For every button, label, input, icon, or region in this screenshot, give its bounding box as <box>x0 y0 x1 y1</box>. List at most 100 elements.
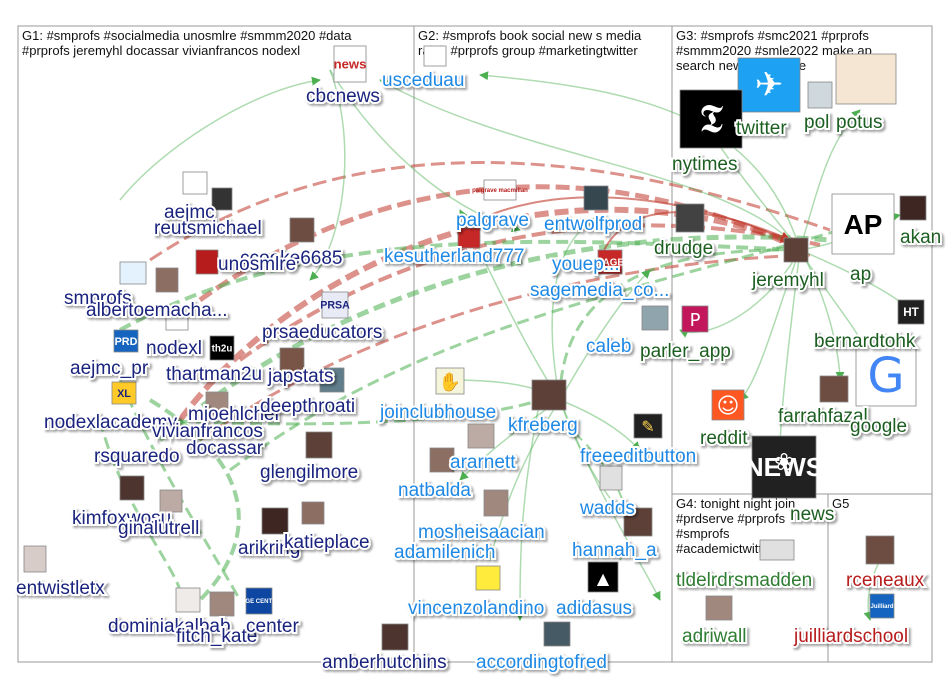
node-label-accordingtofred[interactable]: accordingtofred <box>476 652 607 673</box>
node-label-amberhutchins[interactable]: amberhutchins <box>322 652 447 673</box>
node-label-caleb[interactable]: caleb <box>586 336 631 357</box>
ht-avatar-badge-text: HT <box>903 306 919 319</box>
amber-avatar[interactable] <box>382 624 408 650</box>
node-label-docassar[interactable]: docassar <box>186 438 264 459</box>
kesuth-avatar[interactable] <box>458 228 480 248</box>
node-label-cbcnews[interactable]: cbcnews <box>306 86 380 107</box>
node-label-prsaeducators[interactable]: prsaeducators <box>262 322 382 343</box>
drudge-avatar[interactable] <box>676 204 704 232</box>
parler-p-icon: P <box>690 310 701 331</box>
potus-avatar[interactable] <box>836 54 896 104</box>
node-label-entwistletx[interactable]: entwistletx <box>16 578 105 599</box>
node-label-albertoemacha-[interactable]: albertoemacha... <box>86 300 228 321</box>
node-label-tldelrdrsmadden[interactable]: tldelrdrsmadden <box>676 570 812 591</box>
group-title-g1-line-1: #prprofs jeremyhl docassar vivianfrancos… <box>22 43 300 58</box>
wadds-avatar[interactable] <box>600 466 622 490</box>
node-label-nytimes[interactable]: nytimes <box>672 154 737 175</box>
ararnett-avatar[interactable] <box>468 424 494 448</box>
group-title-g2-line-1: ralph #prprofs group #marketingtwitter <box>418 43 638 58</box>
fitch-avatar[interactable] <box>210 592 234 616</box>
katie-avatar[interactable] <box>302 502 324 524</box>
unosmlre-avatar[interactable] <box>196 250 218 274</box>
group-frame-g2 <box>414 26 672 662</box>
node-label-reddit[interactable]: reddit <box>700 428 748 449</box>
node-label-twitter[interactable]: twitter <box>736 118 787 139</box>
node-label-nodexl[interactable]: nodexl <box>146 338 202 359</box>
kfreberg-avatar[interactable] <box>532 380 566 410</box>
center-avatar-badge-text: PAGE CENTER <box>238 599 282 605</box>
entwolf-avatar[interactable] <box>584 186 608 210</box>
group-title-g5-line-0: G5 <box>832 496 849 511</box>
dominia-avatar[interactable] <box>176 588 200 612</box>
reutsmichael-avatar[interactable] <box>212 188 232 210</box>
node-label-google[interactable]: google <box>850 416 907 437</box>
node-label-adidasus[interactable]: adidasus <box>556 598 632 619</box>
arik-avatar[interactable] <box>262 508 288 534</box>
node-label-bernardtohk[interactable]: bernardtohk <box>814 331 916 352</box>
node-label-sagemedia-co-[interactable]: sagemedia_co... <box>530 280 669 301</box>
twitter-bird-icon: ✈ <box>755 65 784 105</box>
clubhouse-hand-icon: ✋ <box>439 371 461 393</box>
node-label-news[interactable]: news <box>790 504 834 525</box>
farrah-avatar[interactable] <box>820 376 848 402</box>
node-label-glengilmore[interactable]: glengilmore <box>260 462 358 483</box>
node-label-japstats[interactable]: japstats <box>267 366 333 387</box>
node-label-ararnett[interactable]: ararnett <box>450 452 516 473</box>
node-label-potus[interactable]: potus <box>836 112 882 133</box>
aejmc-avatar[interactable] <box>183 172 207 194</box>
node-label-adamilenich[interactable]: adamilenich <box>394 542 495 563</box>
adriwall-avatar[interactable] <box>706 596 732 620</box>
node-label-usceduau[interactable]: usceduau <box>382 70 464 91</box>
node-label-joinclubhouse[interactable]: joinclubhouse <box>379 402 496 423</box>
node-label-kesutherland777[interactable]: kesutherland777 <box>384 246 525 267</box>
node-label-katieplace[interactable]: katieplace <box>284 532 370 553</box>
node-label-unosmlre[interactable]: unosmlre <box>218 254 296 275</box>
node-label-drudge[interactable]: drudge <box>654 238 713 259</box>
node-label-hannah-a[interactable]: hannah_a <box>572 540 657 561</box>
node-label-wadds[interactable]: wadds <box>579 498 635 519</box>
prd-avatar-badge-text: PRD <box>115 336 138 348</box>
accordingtofred-avatar[interactable] <box>544 622 570 646</box>
group-title-g1-line-0: G1: #smprofs #socialmedia unosmlre #smmm… <box>22 28 352 43</box>
node-label-akan[interactable]: akan <box>900 227 941 248</box>
jeremyhl-avatar[interactable] <box>784 238 808 262</box>
caleb-avatar[interactable] <box>642 306 668 330</box>
node-label-aejmc-pr[interactable]: aejmc_pr <box>70 358 149 379</box>
node-label-ap[interactable]: ap <box>850 264 871 285</box>
node-label-deepthroati[interactable]: deepthroati <box>260 396 355 417</box>
moshe-avatar[interactable] <box>484 490 508 516</box>
node-label-thartman2u[interactable]: thartman2u <box>166 364 262 385</box>
node-label-youep-[interactable]: youep... <box>552 254 620 275</box>
node-label-entwolfprod[interactable]: entwolfprod <box>544 214 642 235</box>
node-label-vincenzolandino[interactable]: vincenzolandino <box>408 598 544 619</box>
ccooke-avatar[interactable] <box>290 218 314 242</box>
akan-avatar[interactable] <box>900 196 926 220</box>
vincenzo-avatar[interactable] <box>476 566 500 590</box>
google-g-icon: G <box>867 348 904 404</box>
node-label-reutsmichael[interactable]: reutsmichael <box>154 218 262 239</box>
node-label-parler-app[interactable]: parler_app <box>640 341 731 362</box>
rceneaux-avatar[interactable] <box>866 536 894 564</box>
node-label-pol[interactable]: pol <box>804 112 829 133</box>
kimfox-avatar[interactable] <box>120 476 144 500</box>
entwistle-avatar[interactable] <box>24 546 46 572</box>
node-label-jeremyhl[interactable]: jeremyhl <box>751 270 824 291</box>
prsa-avatar-badge-text: PRSA <box>320 300 350 312</box>
node-label-rsquaredo[interactable]: rsquaredo <box>94 446 180 467</box>
node-label-ginalutrell[interactable]: ginalutrell <box>118 518 199 539</box>
glen-avatar[interactable] <box>306 432 332 458</box>
usceduau-avatar[interactable] <box>424 46 446 66</box>
node-label-natbalda[interactable]: natbalda <box>398 480 471 501</box>
node-label-rceneaux[interactable]: rceneaux <box>846 570 925 591</box>
node-label-juilliardschool[interactable]: juilliardschool <box>793 626 908 647</box>
tldel-avatar[interactable] <box>760 540 794 560</box>
node-label-freeeditbutton[interactable]: freeeditbutton <box>580 446 696 467</box>
node-label-mosheisaacian[interactable]: mosheisaacian <box>418 522 545 543</box>
node-label-kfreberg[interactable]: kfreberg <box>508 415 578 436</box>
pol-avatar[interactable] <box>808 82 832 108</box>
node-label-palgrave[interactable]: palgrave <box>456 210 529 231</box>
node-label-adriwall[interactable]: adriwall <box>682 626 746 647</box>
node-label-center[interactable]: center <box>246 616 299 637</box>
alberto-avatar[interactable] <box>156 268 178 292</box>
smprofs-avatar[interactable] <box>120 262 146 284</box>
